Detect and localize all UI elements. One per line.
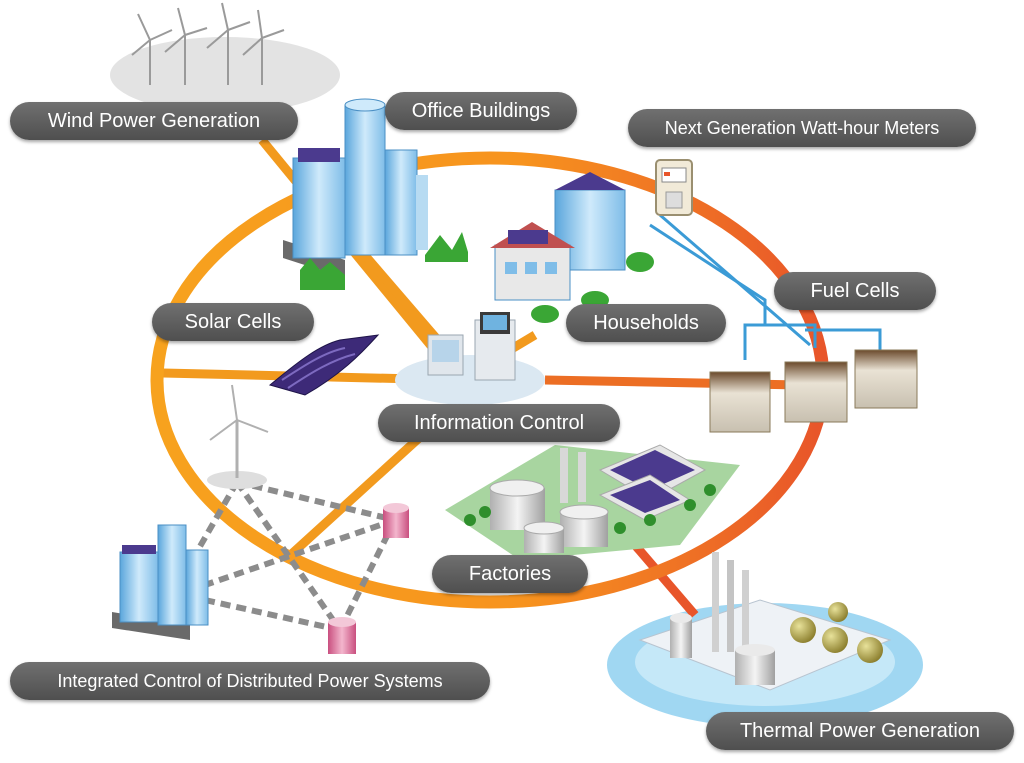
label-watt-hour-meters: Next Generation Watt-hour Meters [628,109,976,147]
distributed-turbine-icon [207,384,269,489]
wind-farm-ground [110,37,340,113]
storage-tank-icon [328,503,409,654]
label-information-control: Information Control [378,404,620,442]
label-office-buildings: Office Buildings [385,92,577,130]
office-buildings-icon [283,98,468,290]
fuel-cells-icon [709,349,918,433]
label-households: Households [566,304,726,342]
label-factories: Factories [432,555,588,593]
label-integrated-control: Integrated Control of Distributed Power … [10,662,490,700]
label-thermal-power-generation: Thermal Power Generation [706,712,1014,750]
label-fuel-cells: Fuel Cells [774,272,936,310]
distributed-buildings-icon [112,524,209,640]
thermal-plant-icon [638,552,892,691]
wind-turbines [131,2,285,85]
households-icon [490,172,654,323]
factories-icon [445,444,740,560]
watt-hour-meter-icon [655,159,693,216]
label-wind-power-generation: Wind Power Generation [10,102,298,140]
information-links [649,213,882,360]
solar-cells-icon [268,334,380,396]
label-solar-cells: Solar Cells [152,303,314,341]
information-control-icon [395,312,545,405]
